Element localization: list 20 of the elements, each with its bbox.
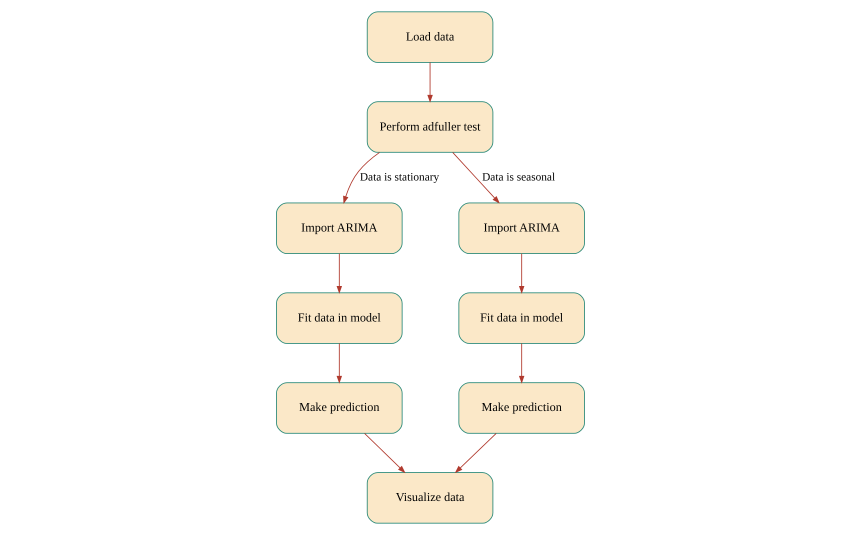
node-box: Import ARIMA [276, 202, 403, 254]
arrow [518, 343, 524, 384]
arrow [336, 343, 342, 384]
arrow [336, 253, 342, 294]
node-box: Load data [366, 11, 494, 63]
node-box: Fit data in model [276, 292, 403, 344]
edge-label: Data is stationary [360, 172, 440, 184]
node-box: Visualize data [366, 472, 494, 524]
arrow [452, 152, 500, 204]
edge-label: Data is seasonal [482, 172, 556, 184]
arrow [518, 253, 524, 294]
node-box: Import ARIMA [458, 202, 585, 254]
arrow [454, 432, 497, 474]
node-box: Make prediction [276, 382, 403, 434]
node-box: Perform adfuller test [366, 101, 494, 153]
node-box: Make prediction [458, 382, 585, 434]
node-box: Fit data in model [458, 292, 585, 344]
arrow [427, 62, 433, 103]
arrow [343, 152, 380, 204]
arrow [364, 432, 406, 474]
